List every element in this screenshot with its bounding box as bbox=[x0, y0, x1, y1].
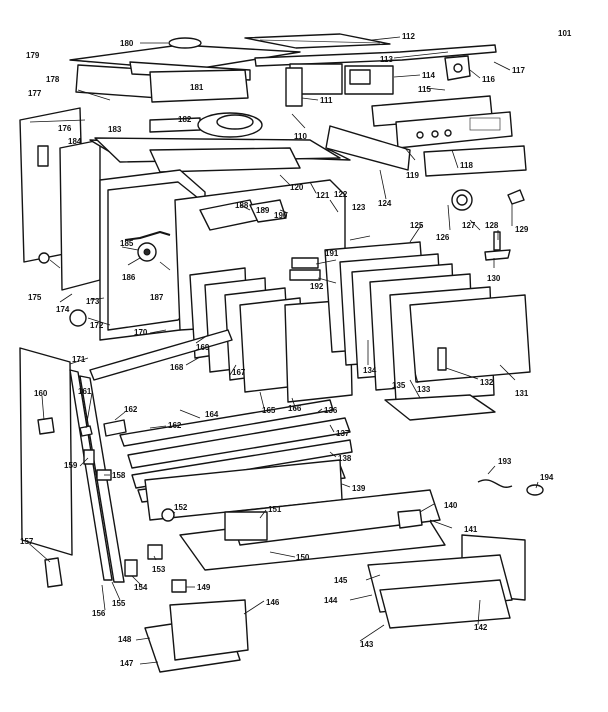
control-panel bbox=[325, 95, 527, 177]
part-label-150: 150 bbox=[296, 553, 310, 562]
part-label-162: 162 bbox=[124, 405, 138, 414]
door-assembly bbox=[189, 189, 531, 403]
part-label-182: 182 bbox=[178, 115, 192, 124]
part-label-175: 175 bbox=[28, 293, 42, 302]
part-label-136: 136 bbox=[324, 406, 338, 415]
part-label-154: 154 bbox=[134, 583, 148, 592]
part-label-174: 174 bbox=[56, 305, 70, 314]
part-label-151: 151 bbox=[268, 505, 282, 514]
part-label-169: 169 bbox=[196, 343, 210, 352]
part-label-179: 179 bbox=[26, 51, 40, 60]
part-label-176: 176 bbox=[58, 124, 72, 133]
part-label-144: 144 bbox=[324, 596, 338, 605]
part-label-148: 148 bbox=[118, 635, 132, 644]
part-label-188: 188 bbox=[235, 201, 249, 210]
part-label-187: 187 bbox=[150, 293, 164, 302]
part-label-170: 170 bbox=[134, 328, 148, 337]
part-label-101: 101 bbox=[558, 29, 572, 38]
part-label-125: 125 bbox=[410, 221, 424, 230]
part-label-194: 194 bbox=[540, 473, 554, 482]
part-number-labels: 180 112 179 178 177 181 113 114 115 116 … bbox=[20, 29, 572, 668]
part-label-160: 160 bbox=[34, 389, 48, 398]
part-label-166: 166 bbox=[288, 404, 302, 413]
part-label-189: 189 bbox=[256, 206, 270, 215]
part-label-112: 112 bbox=[402, 32, 415, 41]
part-label-146: 146 bbox=[266, 598, 280, 607]
part-label-124: 124 bbox=[378, 199, 392, 208]
part-label-133: 133 bbox=[417, 385, 431, 394]
part-label-186: 186 bbox=[122, 273, 136, 282]
part-label-193: 193 bbox=[498, 457, 512, 466]
part-label-117: 117 bbox=[512, 66, 525, 75]
part-label-172: 172 bbox=[90, 321, 104, 330]
part-label-116: 116 bbox=[482, 75, 495, 84]
part-label-129: 129 bbox=[515, 225, 529, 234]
part-label-115: 115 bbox=[418, 85, 431, 94]
part-label-127: 127 bbox=[462, 221, 476, 230]
part-label-152: 152 bbox=[174, 503, 188, 512]
part-label-114: 114 bbox=[422, 71, 435, 80]
part-label-141: 141 bbox=[464, 525, 478, 534]
part-label-128: 128 bbox=[485, 221, 499, 230]
part-label-132: 132 bbox=[480, 378, 494, 387]
part-label-118: 118 bbox=[460, 161, 473, 170]
part-label-156: 156 bbox=[92, 609, 106, 618]
part-label-165: 165 bbox=[262, 406, 276, 415]
part-label-130: 130 bbox=[487, 274, 501, 283]
part-label-111: 111 bbox=[320, 96, 333, 105]
part-label-190: 190 bbox=[274, 211, 288, 220]
part-label-126: 126 bbox=[436, 233, 450, 242]
part-label-168: 168 bbox=[170, 363, 184, 372]
top-panel-assembly bbox=[69, 33, 497, 107]
part-label-134: 134 bbox=[363, 366, 377, 375]
part-label-140: 140 bbox=[444, 501, 458, 510]
part-label-137: 137 bbox=[336, 429, 350, 438]
part-label-191: 191 bbox=[325, 249, 339, 258]
part-label-159: 159 bbox=[64, 461, 78, 470]
part-label-119: 119 bbox=[406, 171, 419, 180]
part-label-192: 192 bbox=[310, 282, 324, 291]
part-label-145: 145 bbox=[334, 576, 348, 585]
part-label-178: 178 bbox=[46, 75, 60, 84]
part-label-161: 161 bbox=[78, 387, 92, 396]
part-label-181: 181 bbox=[190, 83, 204, 92]
part-label-113: 113 bbox=[380, 55, 393, 64]
part-label-138: 138 bbox=[338, 454, 352, 463]
part-label-143: 143 bbox=[360, 640, 374, 649]
lower-assembly bbox=[19, 252, 544, 673]
part-label-110: 110 bbox=[294, 132, 307, 141]
part-label-120: 120 bbox=[290, 183, 304, 192]
part-label-173: 173 bbox=[86, 297, 100, 306]
part-label-185: 185 bbox=[120, 239, 134, 248]
part-label-147: 147 bbox=[120, 659, 134, 668]
part-label-139: 139 bbox=[352, 484, 366, 493]
part-label-167: 167 bbox=[232, 368, 246, 377]
part-label-135: 135 bbox=[392, 381, 406, 390]
part-label-122: 122 bbox=[334, 190, 348, 199]
part-label-157: 157 bbox=[20, 537, 34, 546]
part-label-149: 149 bbox=[197, 583, 211, 592]
leader-lines bbox=[24, 36, 539, 665]
part-label-184: 184 bbox=[68, 137, 82, 146]
part-label-155: 155 bbox=[112, 599, 126, 608]
part-label-158: 158 bbox=[112, 471, 126, 480]
part-label-162b: 162 bbox=[168, 421, 182, 430]
part-label-180: 180 bbox=[120, 39, 134, 48]
part-label-153: 153 bbox=[152, 565, 166, 574]
part-label-131: 131 bbox=[515, 389, 529, 398]
part-label-123: 123 bbox=[352, 203, 366, 212]
part-label-142: 142 bbox=[474, 623, 488, 632]
part-label-183: 183 bbox=[108, 125, 122, 134]
part-label-121: 121 bbox=[316, 191, 330, 200]
part-label-164: 164 bbox=[205, 410, 219, 419]
part-label-171: 171 bbox=[72, 355, 86, 364]
part-label-177: 177 bbox=[28, 89, 42, 98]
